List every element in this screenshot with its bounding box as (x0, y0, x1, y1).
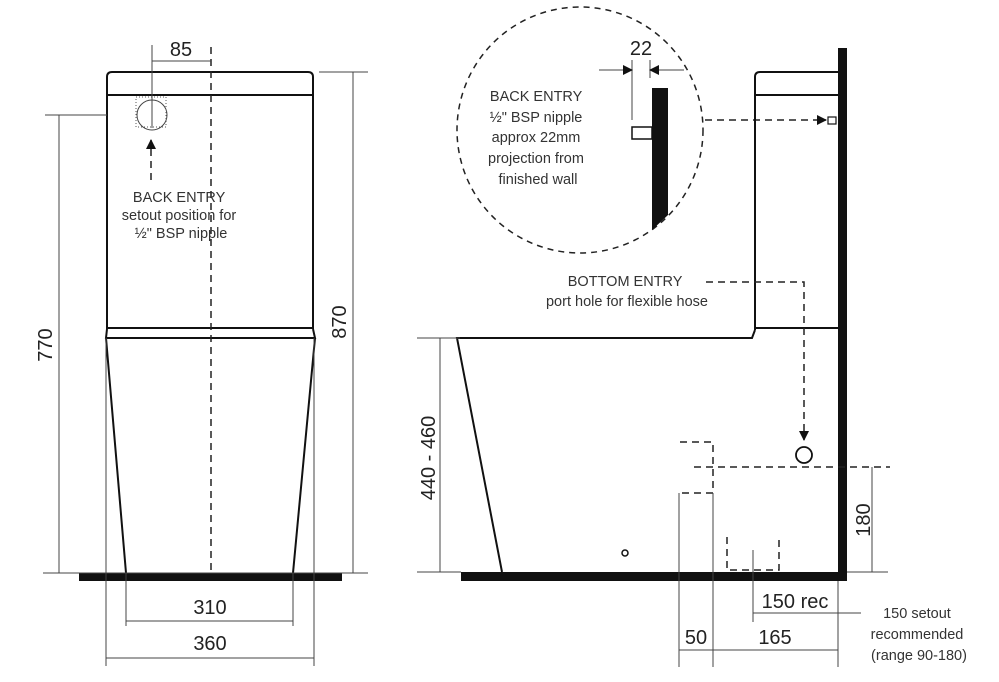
floor-slab (79, 573, 342, 581)
dim-165-label: 165 (758, 627, 791, 649)
cistern-side-outline (754, 71, 838, 330)
detail-circle (456, 6, 704, 254)
detail-wall (652, 88, 668, 230)
cistern-outline (106, 71, 314, 329)
wall (838, 48, 847, 581)
side-view: 22 BACK ENTRY ½" BSP nipple approx 22mm … (417, 6, 968, 667)
back-entry-note: BACK ENTRY setout position for ½" BSP ni… (122, 190, 241, 242)
dim-85-label: 85 (170, 39, 192, 61)
dim-22-label: 22 (630, 38, 652, 60)
detail-nipple (631, 126, 653, 140)
front-view: 85 BACK ENTRY setout position for ½" BSP… (35, 39, 368, 666)
dim-150-label: 150 rec (762, 591, 829, 613)
detail-note: BACK ENTRY ½" BSP nipple approx 22mm pro… (488, 89, 588, 188)
fixing-hole (621, 549, 629, 557)
dim-50-label: 50 (685, 627, 707, 649)
pan-side-outline (455, 329, 756, 573)
bottom-entry-note: BOTTOM ENTRY port hole for flexible hose (546, 274, 708, 310)
dim-310-label: 310 (193, 597, 226, 619)
dim-360-label: 360 (193, 633, 226, 655)
bottom-entry-arrow (706, 281, 809, 441)
floor-waste-dashed (726, 537, 780, 571)
inlet-dotted-box (135, 96, 167, 128)
pan-outline (105, 337, 316, 574)
dim-770-label: 770 (35, 328, 57, 361)
bottom-port-hole (795, 446, 813, 464)
back-inlet-marker (827, 116, 837, 125)
side-floor-slab (461, 572, 847, 581)
dim-870-label: 870 (329, 305, 351, 338)
dim-180-label: 180 (853, 503, 875, 536)
dim-seat-label: 440 - 460 (418, 416, 440, 501)
setout-note: 150 setout recommended (range 90-180) (871, 606, 968, 664)
waste-outlet-dashed (680, 441, 714, 494)
